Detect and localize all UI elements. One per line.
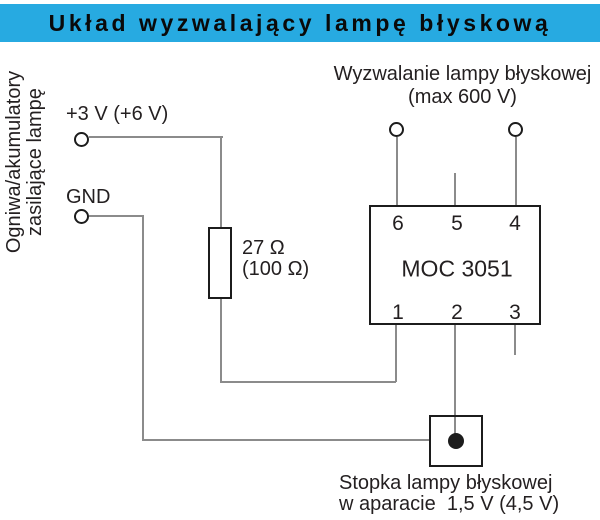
battery-label-line1: Ogniwa/akumulatory bbox=[3, 70, 25, 254]
resistor-value-alt: (100 Ω) bbox=[242, 258, 310, 280]
wire-positive-vertical bbox=[220, 136, 222, 227]
ic-pin-1: 1 bbox=[392, 301, 404, 324]
wire-resistor-bottom bbox=[220, 298, 222, 382]
terminal-positive bbox=[74, 132, 89, 147]
supply-positive-label: +3 V (+6 V) bbox=[66, 103, 169, 125]
trigger-label: Wyzwalanie lampy błyskowej(max 600 V) bbox=[320, 63, 600, 109]
shoe-label-line1: Stopka lampy błyskowej bbox=[339, 472, 553, 494]
ground-label: GND bbox=[66, 186, 111, 208]
trigger-label-line1: Wyzwalanie lampy błyskowej bbox=[333, 63, 592, 85]
resistor-symbol bbox=[208, 227, 232, 299]
wire-ground-horizontal bbox=[89, 215, 143, 217]
ic-pin-5: 5 bbox=[451, 212, 463, 235]
wire-pin2-vertical bbox=[454, 324, 456, 416]
wire-pin3-stub bbox=[514, 324, 516, 355]
resistor-value: 27 Ω bbox=[242, 237, 285, 259]
trigger-label-line2: (max 600 V) bbox=[408, 86, 517, 108]
wire-ground-to-shoe bbox=[142, 439, 431, 441]
terminal-trigger-left bbox=[389, 122, 404, 137]
shoe-label-line2: w aparacie 1,5 V (4,5 V) bbox=[339, 493, 560, 515]
terminal-trigger-right bbox=[508, 122, 523, 137]
wire-ground-vertical bbox=[142, 215, 144, 440]
wire-pin2-inside-shoe bbox=[454, 417, 456, 434]
title-bar: Układ wyzwalający lampę błyskową bbox=[0, 4, 600, 42]
wire-resistor-to-pin1 bbox=[220, 381, 396, 383]
wire-positive-horizontal bbox=[89, 136, 223, 138]
ic-pin-2: 2 bbox=[451, 301, 463, 324]
page-title: Układ wyzwalający lampę błyskową bbox=[48, 9, 552, 36]
ic-pin-3: 3 bbox=[509, 301, 521, 324]
hot-shoe-symbol bbox=[429, 415, 483, 467]
battery-label-line2: zasilające lampę bbox=[24, 88, 46, 236]
wire-pin6-to-terminal bbox=[396, 137, 398, 206]
wire-pin5-stub bbox=[454, 173, 456, 206]
ic-moc3051: 6 5 4 MOC 3051 1 2 3 bbox=[369, 205, 541, 325]
wire-pin1-vertical bbox=[395, 325, 397, 382]
hot-shoe-contact-dot bbox=[448, 433, 464, 449]
ic-pin-4: 4 bbox=[509, 212, 521, 235]
wire-pin4-to-terminal bbox=[515, 137, 517, 206]
ic-name: MOC 3051 bbox=[401, 255, 513, 282]
ic-pin-6: 6 bbox=[392, 212, 404, 235]
terminal-ground bbox=[74, 209, 89, 224]
resistor-value-label: 27 Ω(100 Ω) bbox=[242, 238, 309, 280]
